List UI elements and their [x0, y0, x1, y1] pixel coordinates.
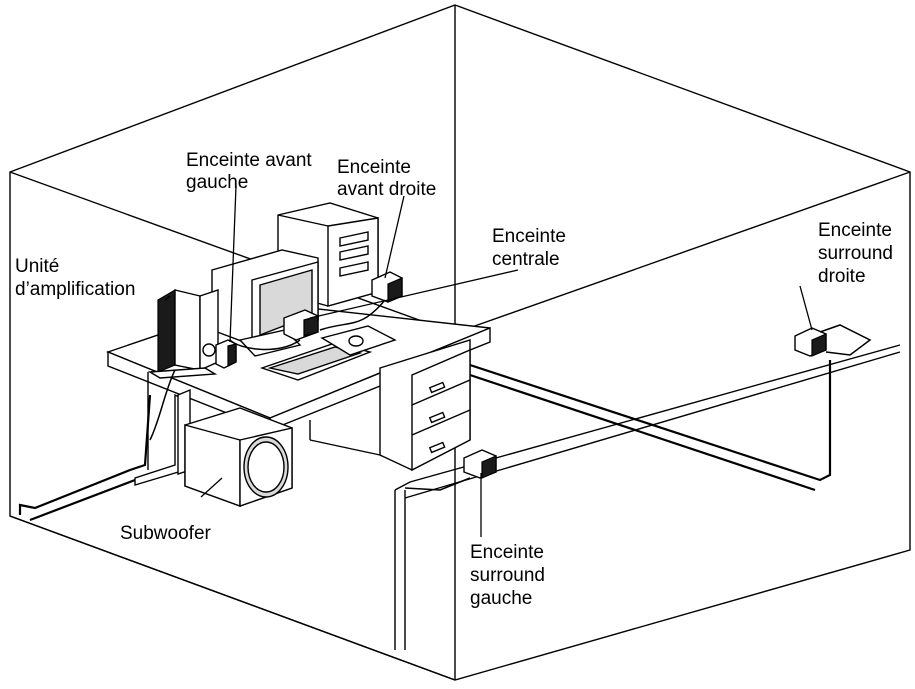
amplifier-unit — [147, 288, 219, 379]
surround-left-line2: surround — [470, 565, 545, 586]
front-left-speaker — [215, 339, 237, 369]
leader-lines — [164, 185, 813, 537]
center-line2: centrale — [492, 249, 560, 270]
svg-text:gauche: gauche — [186, 172, 248, 193]
svg-text:Subwoofer: Subwoofer — [120, 523, 212, 544]
front-right-line2: avant droite — [337, 179, 436, 200]
keyboard-mouse — [259, 325, 397, 381]
svg-text:Enceinte: Enceinte — [337, 157, 411, 178]
svg-text:Unité: Unité — [15, 256, 59, 277]
label-surround-right: Enceinte surround droite — [818, 220, 893, 287]
svg-text:gauche: gauche — [470, 588, 532, 609]
label-front-left: Enceinte avant gauche — [186, 150, 312, 193]
subwoofer-line1: Subwoofer — [120, 523, 212, 544]
svg-text:Enceinte avant: Enceinte avant — [186, 150, 312, 171]
svg-text:droite: droite — [818, 266, 866, 287]
center-line1: Enceinte — [492, 226, 566, 247]
front-right-line1: Enceinte — [337, 157, 411, 178]
svg-text:Enceinte: Enceinte — [470, 542, 544, 563]
svg-text:avant droite: avant droite — [337, 179, 436, 200]
surround-right-line3: droite — [818, 266, 866, 287]
label-front-right: Enceinte avant droite — [337, 157, 436, 200]
svg-text:surround: surround — [470, 565, 545, 586]
label-subwoofer: Subwoofer — [120, 523, 212, 544]
amplifier-line2: d’amplification — [15, 279, 135, 300]
amplifier-line1: Unité — [15, 256, 59, 277]
surround-left-line1: Enceinte — [470, 542, 544, 563]
svg-text:centrale: centrale — [492, 249, 560, 270]
svg-text:d’amplification: d’amplification — [15, 279, 135, 300]
front-right-speaker — [371, 271, 403, 303]
label-amplifier: Unité d’amplification — [15, 256, 135, 300]
label-surround-left: Enceinte surround gauche — [470, 542, 545, 609]
surround-right-line1: Enceinte — [818, 220, 892, 241]
center-speaker — [283, 309, 319, 341]
svg-text:Enceinte: Enceinte — [492, 226, 566, 247]
room-box — [9, 4, 911, 681]
label-center: Enceinte centrale — [492, 226, 566, 270]
surround-right-line2: surround — [818, 243, 893, 264]
surround-left-speaker — [404, 449, 497, 491]
cables — [149, 299, 386, 441]
front-left-line2: gauche — [186, 172, 248, 193]
subwoofer — [184, 407, 293, 507]
front-left-line1: Enceinte avant — [186, 150, 312, 171]
surround-right-speaker — [794, 324, 872, 357]
svg-text:Enceinte: Enceinte — [818, 220, 892, 241]
svg-text:surround: surround — [818, 243, 893, 264]
surround-left-line3: gauche — [470, 588, 532, 609]
